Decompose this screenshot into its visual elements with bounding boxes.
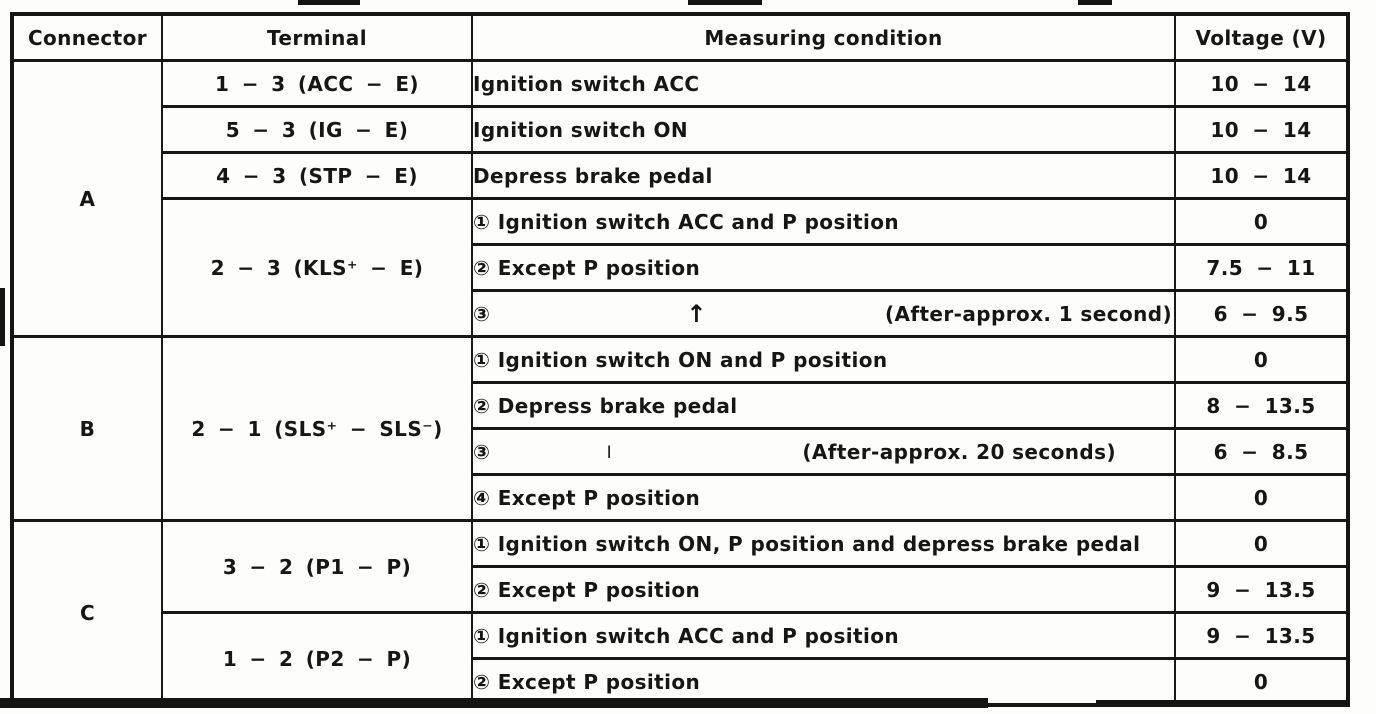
column-header-voltage: Voltage (V) — [1174, 12, 1349, 62]
condition-cell: ② Except P position — [471, 243, 1176, 292]
scan-artifact-top-tick — [688, 0, 762, 5]
table-row: ② Depress brake pedal 8 − 13.5 — [12, 381, 1349, 430]
scan-artifact-bottom-bar — [0, 698, 988, 708]
condition-cell: ② Except P position — [471, 565, 1176, 614]
condition-cell: Ignition switch ACC — [471, 59, 1176, 108]
table-row: 5 − 3 (IG − E) Ignition switch ON 10 − 1… — [12, 105, 1349, 154]
voltage-cell: 0 — [1174, 197, 1349, 246]
column-header-terminal: Terminal — [161, 12, 473, 62]
column-header-measuring-condition: Measuring condition — [471, 12, 1176, 62]
connector-cell-b: B — [11, 335, 163, 522]
condition-cell: Ignition switch ON — [471, 105, 1176, 154]
table-row: C 3 − 2 (P1 − P) ① Ignition switch ON, P… — [11, 519, 1349, 707]
ditto-up-arrow-icon: ↑ — [686, 299, 707, 328]
scan-artifact-top-tick — [298, 0, 360, 5]
terminal-cell-p2-p: 1 − 2 (P2 − P) — [161, 611, 473, 707]
condition-number: ③ — [473, 439, 491, 464]
condition-cell: ③ | (After-approx. 20 seconds) — [471, 427, 1176, 476]
table-row: ② Except P position 7.5 − 11 — [12, 243, 1349, 292]
voltage-cell: 0 — [1174, 335, 1349, 384]
table-row: ② Except P position 9 − 13.5 — [12, 565, 1349, 614]
column-header-connector: Connector — [11, 12, 163, 62]
condition-ditto-row: ③ | (After-approx. 20 seconds) — [473, 439, 1173, 464]
terminal-cell-p1-p: 3 − 2 (P1 − P) — [161, 519, 473, 614]
condition-number: ③ — [473, 301, 491, 326]
table-row: ③ ↑ (After-approx. 1 second) 6 − 9.5 — [12, 289, 1349, 338]
condition-cell: ① Ignition switch ACC and P position — [471, 611, 1176, 660]
condition-cell: ② Depress brake pedal — [471, 381, 1176, 430]
ditto-up-arrow-icon: | — [606, 443, 613, 459]
condition-cell: Depress brake pedal — [471, 151, 1176, 200]
scan-artifact-bottom-bar — [1096, 700, 1346, 705]
voltage-cell: 6 − 9.5 — [1174, 289, 1349, 338]
connector-voltage-table: Connector Terminal Measuring condition V… — [10, 12, 1350, 707]
voltage-cell: 9 − 13.5 — [1174, 611, 1349, 660]
voltage-cell: 0 — [1174, 473, 1349, 522]
voltage-cell: 0 — [1174, 519, 1349, 568]
condition-cell: ① Ignition switch ACC and P position — [471, 197, 1176, 246]
condition-note: (After-approx. 1 second) — [884, 301, 1172, 326]
voltage-cell: 10 − 14 — [1174, 59, 1349, 108]
table-row: 4 − 3 (STP − E) Depress brake pedal 10 −… — [12, 151, 1349, 200]
scan-artifact-left-edge — [0, 288, 5, 346]
table-row: 2 − 3 (KLS⁺ − E) ① Ignition switch ACC a… — [12, 197, 1349, 338]
condition-cell: ③ ↑ (After-approx. 1 second) — [471, 289, 1176, 338]
voltage-cell: 10 − 14 — [1174, 151, 1349, 200]
scan-artifact-top-tick — [1078, 0, 1112, 5]
table-row: B 2 − 1 (SLS⁺ − SLS⁻) ① Ignition switch … — [11, 335, 1349, 522]
terminal-cell-kls-e: 2 − 3 (KLS⁺ − E) — [161, 197, 473, 338]
table-row: ③ | (After-approx. 20 seconds) 6 − 8.5 — [12, 427, 1349, 476]
table-row: ④ Except P position 0 — [12, 473, 1349, 522]
connector-cell-a: A — [11, 59, 163, 338]
condition-cell: ④ Except P position — [471, 473, 1176, 522]
table-row: A 1 − 3 (ACC − E) Ignition switch ACC 10… — [11, 59, 1349, 338]
voltage-cell: 0 — [1174, 657, 1349, 707]
voltage-cell: 7.5 − 11 — [1174, 243, 1349, 292]
voltage-cell: 8 − 13.5 — [1174, 381, 1349, 430]
condition-note: (After-approx. 20 seconds) — [802, 439, 1116, 464]
connector-cell-c: C — [11, 519, 163, 707]
table-row: 1 − 2 (P2 − P) ① Ignition switch ACC and… — [12, 611, 1349, 707]
terminal-cell-stp-e: 4 − 3 (STP − E) — [161, 151, 473, 200]
voltage-cell: 10 − 14 — [1174, 105, 1349, 154]
terminal-cell-ig-e: 5 − 3 (IG − E) — [161, 105, 473, 154]
header-row: Connector Terminal Measuring condition V… — [11, 12, 1349, 62]
condition-cell: ① Ignition switch ON, P position and dep… — [471, 519, 1176, 568]
terminal-cell-acc-e: 1 − 3 (ACC − E) — [161, 59, 473, 108]
voltage-cell: 6 − 8.5 — [1174, 427, 1349, 476]
terminal-cell-sls: 2 − 1 (SLS⁺ − SLS⁻) — [161, 335, 473, 522]
condition-ditto-row: ③ ↑ (After-approx. 1 second) — [473, 299, 1173, 328]
voltage-cell: 9 − 13.5 — [1174, 565, 1349, 614]
condition-cell: ① Ignition switch ON and P position — [471, 335, 1176, 384]
